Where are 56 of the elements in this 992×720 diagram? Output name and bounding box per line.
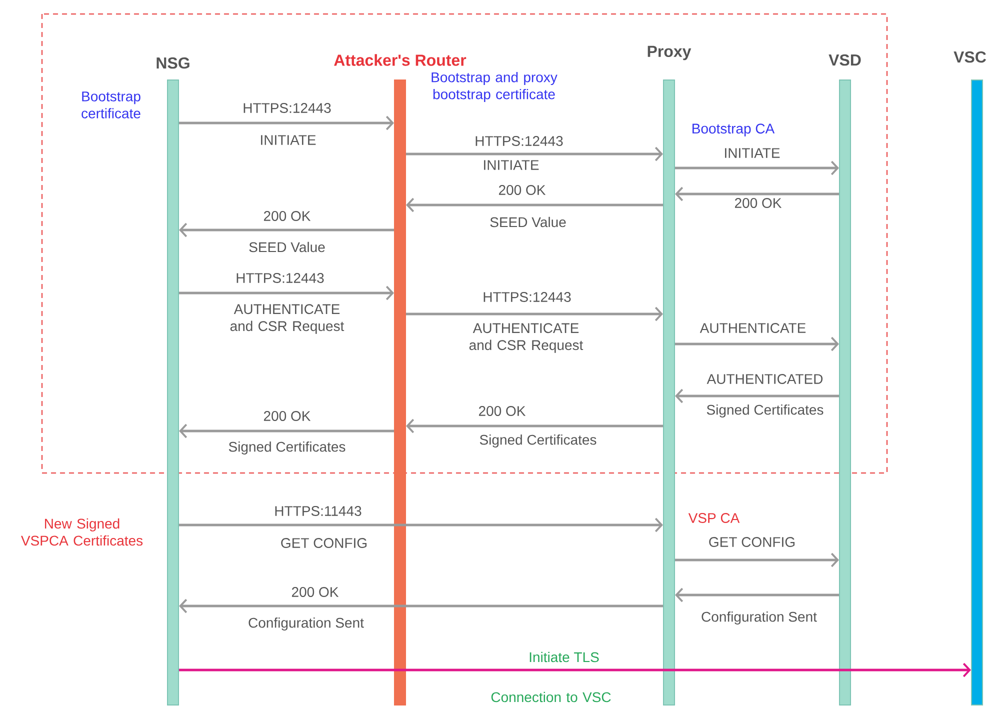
edge-label: HTTPS:12443: [476, 136, 563, 146]
note-text: New Signed VSPCA Certificates: [21, 518, 143, 546]
message-text: INITIATE: [261, 135, 316, 145]
edge-label: GET CONFIG: [709, 537, 795, 547]
note-text: Bootstrap CA: [692, 124, 775, 136]
arrow: [179, 518, 664, 532]
lifeline-heading: VSD: [828, 54, 861, 66]
message-text: GET CONFIG: [281, 538, 367, 548]
arrow: [675, 160, 840, 176]
arrow: [406, 306, 664, 322]
arrow: [179, 662, 972, 678]
message-text: SEED Value: [490, 216, 566, 228]
message-text: Signed Certificates: [480, 434, 596, 448]
message-text: Signed Certificates: [228, 441, 346, 455]
arrow: [406, 198, 663, 212]
edge-label: 200 OK: [264, 211, 311, 221]
message-text: SEED Value: [249, 242, 325, 252]
note-text: VSP CA: [688, 513, 740, 523]
message-text: AUTHENTICATE and CSR Request: [230, 304, 344, 334]
message-text: Configuration Sent: [248, 617, 364, 631]
edge-label: HTTPS:12443: [244, 103, 331, 113]
edge-label: HTTPS:12443: [236, 273, 324, 283]
edge-label: HTTPS:12443: [484, 292, 571, 302]
edge-label: 200 OK: [264, 411, 311, 421]
edge-label: HTTPS:11443: [275, 506, 362, 516]
arrow: [179, 286, 394, 300]
edge-label: AUTHENTICATE: [700, 323, 806, 333]
lifeline-heading: Proxy: [648, 46, 692, 60]
edge-label: 200 OK: [292, 587, 339, 597]
edge-label: Configuration Sent: [702, 611, 817, 625]
message-text: Connection to VSC: [491, 692, 611, 702]
message-text: Signed Certificates: [706, 404, 824, 418]
message-text: INITIATE: [484, 160, 539, 170]
edge-label: 200 OK: [734, 198, 782, 208]
message-text: AUTHENTICATE and CSR Request: [469, 323, 584, 353]
arrow: [406, 146, 664, 162]
arrow: [406, 418, 663, 434]
lifeline-heading: Attacker's Router: [334, 54, 466, 66]
edge-label: Initiate TLS: [530, 652, 599, 662]
arrow: [179, 424, 394, 438]
edge-label: 200 OK: [478, 406, 526, 416]
lifeline-heading: NSG: [156, 57, 190, 69]
arrow: [675, 388, 839, 404]
arrow: [675, 336, 840, 352]
edge-label: AUTHENTICATED: [706, 374, 823, 384]
arrow: [675, 588, 839, 602]
arrow: [179, 222, 394, 238]
note-text: Bootstrap and proxy bootstrap certificate: [432, 72, 558, 102]
edge-label: 200 OK: [498, 185, 546, 195]
lifeline-heading: VSC: [954, 51, 986, 63]
arrow: [675, 552, 840, 568]
arrow: [179, 598, 663, 614]
note-text: Bootstrap certificate: [82, 92, 140, 118]
edge-label: INITIATE: [725, 148, 780, 158]
arrow: [675, 186, 839, 202]
arrow: [179, 116, 394, 130]
